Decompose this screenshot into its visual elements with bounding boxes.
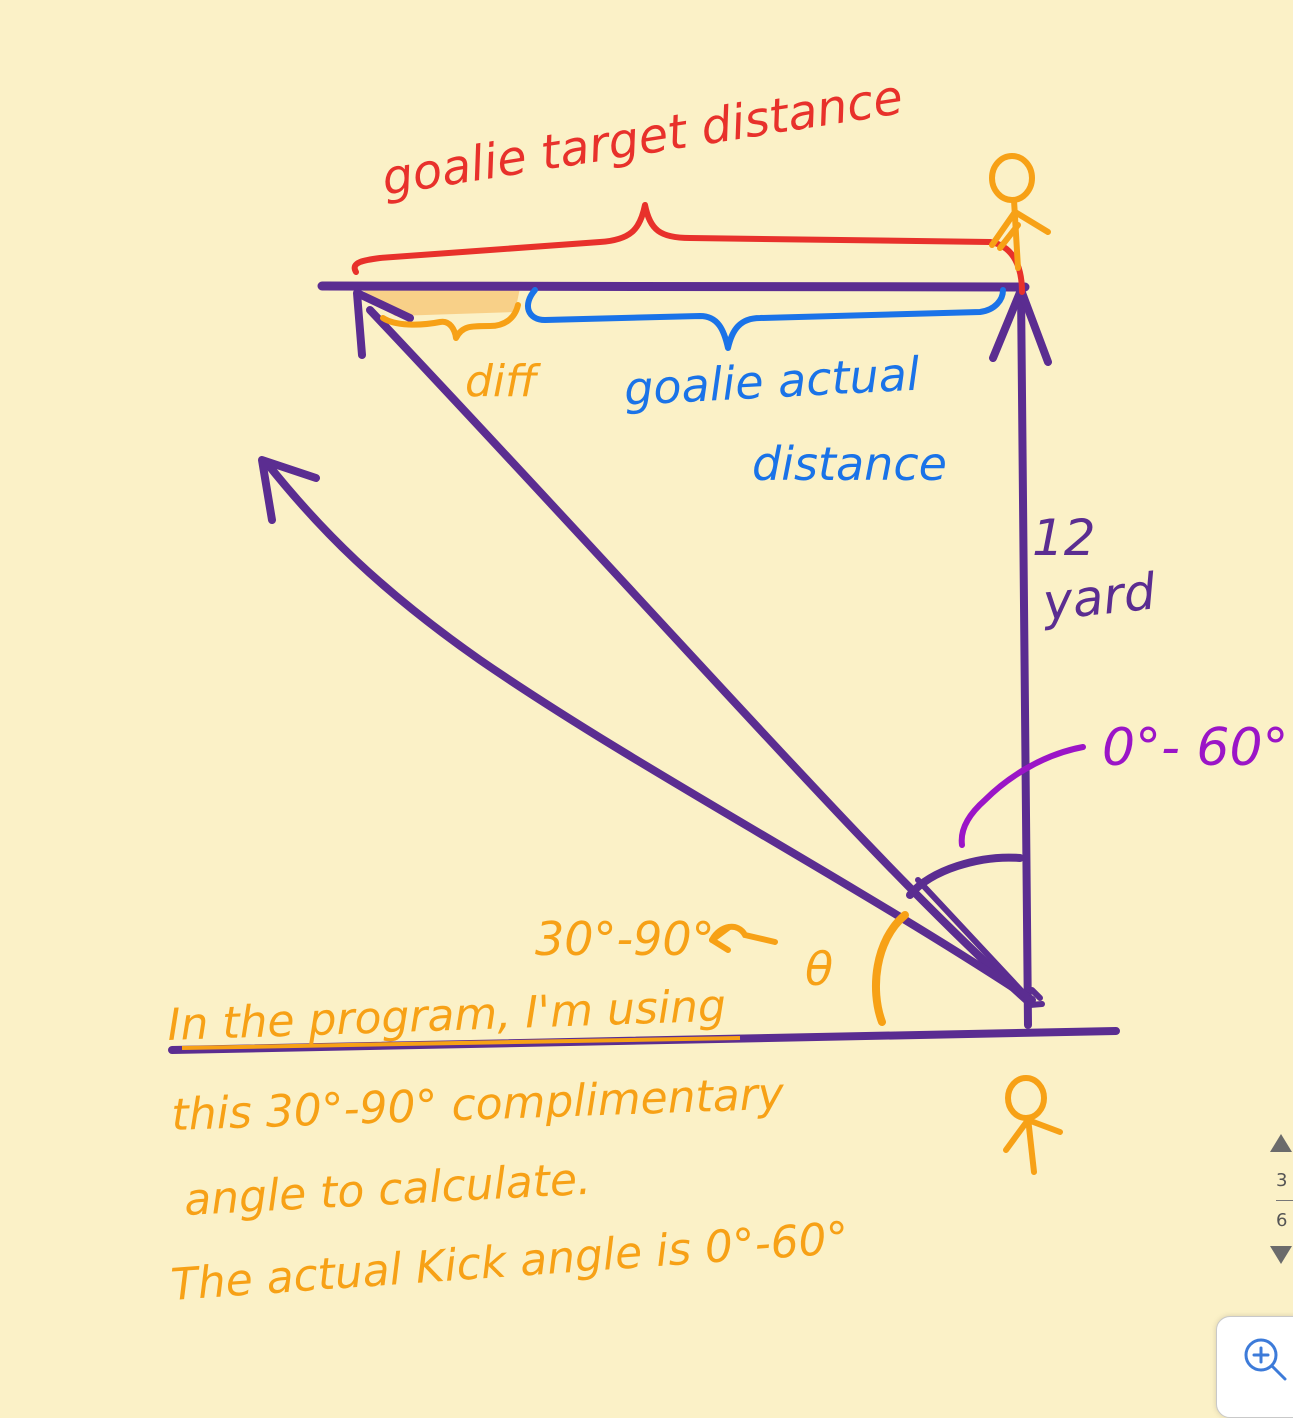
kick-angle-pointer [958,744,1086,848]
zoom-button[interactable] [1216,1316,1293,1418]
note-line-3: angle to calculate. [183,1154,592,1226]
actual-brace [524,287,1006,351]
vertical-line [1017,286,1032,1029]
target-brace [351,202,1025,295]
program-angle-arrowhead [709,925,731,953]
note-line-2: this 30°-90° complimentary [171,1069,786,1141]
note-underline [181,1036,741,1050]
theta-label: θ [805,942,833,996]
actual-distance-label-line1: goalie actual [623,347,921,416]
total-pages: 6 [1276,1210,1288,1231]
theta-arc [871,911,909,1026]
page-down-button[interactable] [1270,1246,1292,1264]
zoom-in-icon [1244,1338,1287,1381]
kick-arrowhead [258,456,320,524]
goal-line [317,281,1030,292]
distance-value: 12 [1032,509,1096,567]
angle-arc [906,853,1024,899]
target-distance-label: goalie target distance [378,69,906,207]
diagonal-to-corner [366,306,1034,1007]
current-page: 3 [1276,1170,1288,1191]
actual-distance-label-line2: distance [752,437,947,491]
page-up-button[interactable] [1270,1134,1292,1152]
kicker-figure-icon [1003,1075,1063,1175]
diff-label: diff [465,356,541,407]
diff-brace [380,302,521,341]
corner-arrowhead [353,289,414,359]
kick-angle-range: 0°- 60° [1102,718,1289,778]
page-navigator: 3 6 [1266,1134,1293,1270]
distance-unit: yard [1038,562,1158,632]
program-angle-range: 30°-90° [535,912,715,966]
stick-figure-icon [989,153,1051,271]
angle-ticks [915,877,1045,1008]
note-line-4: The actual Kick angle is 0°-60° [169,1213,850,1311]
page-separator [1276,1200,1293,1201]
kick-arrow [262,458,1036,1004]
